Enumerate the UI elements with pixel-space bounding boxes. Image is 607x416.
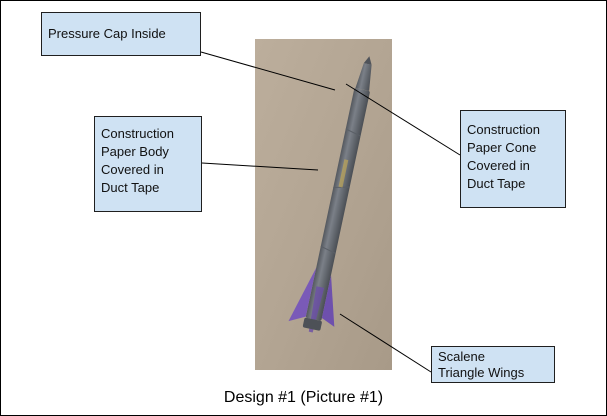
- label-text: Triangle Wings: [438, 365, 525, 380]
- label-text: Paper Body: [101, 144, 169, 159]
- figure-caption: Design #1 (Picture #1): [223, 389, 384, 406]
- label-pressure-cap: Pressure Cap Inside: [41, 12, 201, 56]
- label-text: Scalene: [438, 349, 485, 364]
- tape-seam: [320, 245, 336, 254]
- label-text: Covered in: [467, 158, 530, 173]
- rocket-tip: [363, 56, 372, 65]
- label-text: Paper Cone: [467, 140, 537, 155]
- rocket-photo: [255, 39, 392, 370]
- rocket-wing-right: [321, 275, 335, 327]
- label-cone: Construction Paper Cone Covered in Duct …: [460, 110, 566, 208]
- label-wings: Scalene Triangle Wings: [431, 346, 555, 383]
- paper-peek: [338, 159, 349, 188]
- label-text: Duct Tape: [101, 180, 160, 195]
- label-text: Pressure Cap Inside: [48, 26, 166, 41]
- label-text: Construction: [101, 126, 174, 141]
- photo-background: [255, 39, 392, 370]
- label-text: Covered in: [101, 162, 164, 177]
- label-text: Construction: [467, 122, 540, 137]
- label-body: Construction Paper Body Covered in Duct …: [94, 116, 202, 212]
- label-text: Duct Tape: [467, 176, 526, 191]
- rocket-base: [302, 317, 322, 331]
